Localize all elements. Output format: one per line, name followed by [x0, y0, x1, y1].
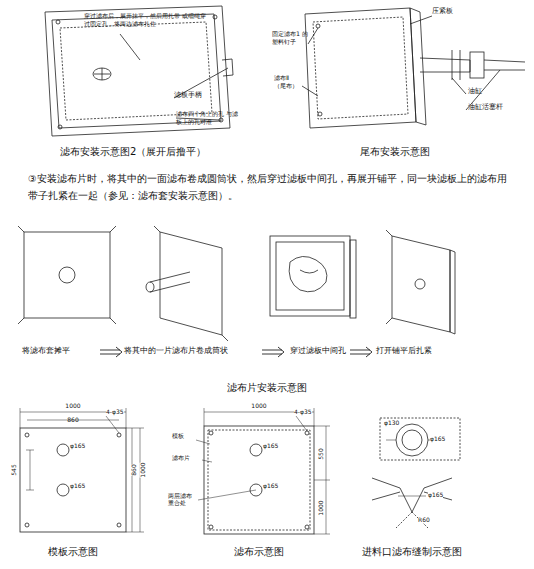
callout-label: 将其中的一片滤布片卷成筒状 — [124, 346, 228, 356]
dimension-label: 860 — [67, 416, 78, 423]
callout-label: 压紧板 — [432, 8, 453, 16]
dimension-label: 1000 — [65, 402, 80, 409]
dimension-label: 两层滤布重合处 — [168, 492, 194, 506]
caption: 尾布安装示意图 — [360, 146, 430, 158]
callout-label: 滤布四个角上的孔 与滤板上的孔对准 — [176, 110, 238, 125]
dimension-label: 1000 — [139, 462, 146, 477]
dimension-label: 4-φ35 — [294, 408, 312, 415]
dimension-label: φ165 — [70, 442, 85, 449]
flow-arrows — [100, 347, 372, 357]
caption: 滤布安装示意图2（展开后撸平） — [60, 146, 206, 158]
dimension-label: 1000 — [251, 402, 266, 409]
dimension-label: φ165 — [428, 491, 443, 498]
dimension-label: 模板 — [172, 432, 184, 439]
caption: ③安装滤布片时，将其中的一面滤布卷成圆筒状，然后穿过滤板中间孔，再展开铺平，同一… — [28, 170, 514, 205]
caption: 模板示意图 — [48, 546, 98, 557]
dimension-label: 滤布片 — [172, 454, 190, 461]
template-figure — [20, 408, 144, 532]
dimension-label: φ165 — [263, 442, 278, 449]
callout-label: 穿过滤布后，展开抹平，然后用扎带 或细绳穿过固定孔，将两边滤布扎住 — [84, 12, 208, 27]
callout-label: 油缸活塞杆 — [468, 104, 503, 112]
callout-label: 滤板手柄 — [174, 92, 202, 100]
caption: 进料口滤布缝制示意图 — [362, 546, 462, 557]
dimension-label: 545 — [10, 464, 17, 475]
tail-cloth-figure — [302, 8, 525, 128]
dimension-label: φ165 — [430, 435, 445, 442]
callout-label: 打开铺平后扎紧 — [376, 346, 432, 356]
step-figures — [18, 226, 455, 341]
sewing-figure — [372, 418, 460, 528]
cloth-figure — [196, 408, 330, 534]
callout-label: 油缸 — [468, 88, 482, 96]
dimension-label: R60 — [418, 516, 430, 523]
dimension-label: φ165 — [70, 482, 85, 489]
dimension-label: 860 — [130, 464, 137, 475]
caption: 滤布示意图 — [234, 546, 284, 557]
callout-label: 将滤布套摊平 — [22, 346, 70, 356]
caption: 滤布片安装示意图 — [227, 382, 307, 394]
dimension-label: φ165 — [263, 482, 278, 489]
callout-label: 固定滤布1 的塑料钉子 — [272, 30, 308, 45]
dimension-label: φ130 — [384, 419, 399, 426]
dimension-label: 4-φ35 — [106, 408, 124, 415]
dimension-label: 1000 — [317, 500, 324, 515]
callout-label: 滤布Ⅱ （尾布） — [274, 74, 302, 89]
dimension-label: 550 — [317, 448, 324, 459]
callout-label: 穿过滤板中间孔 — [290, 346, 346, 356]
